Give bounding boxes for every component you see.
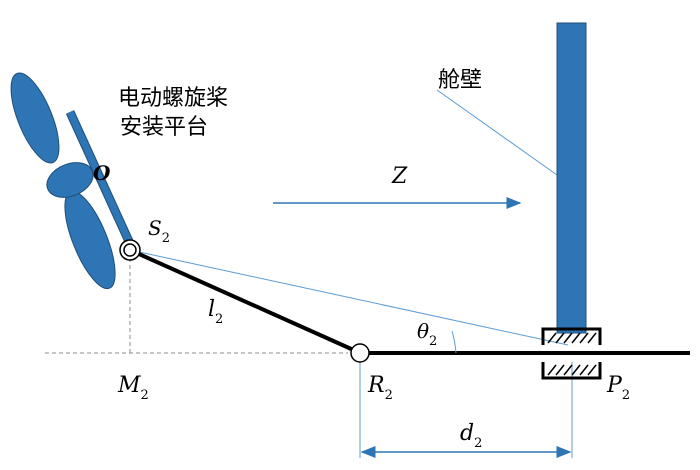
l2-sub: 2 [215,312,223,327]
bulkhead-wall-icon [556,22,587,334]
m2-label: M2 [117,373,149,403]
s2-main: S [148,216,162,240]
platform-label-line2: 安装平台 [120,115,208,140]
s2-p2-sightline [129,249,569,346]
r2-label: R2 [367,373,393,403]
origin-label: O [93,161,111,185]
theta-arc [451,330,457,354]
s2-label: S2 [148,216,170,246]
bulkhead-label: 舱壁 [438,68,482,93]
theta2-main: θ [417,319,429,343]
pivot-joint-s2-icon [119,239,141,261]
p2-main: P [606,373,623,398]
l2-label: l2 [208,297,223,327]
theta2-label: θ2 [417,319,437,349]
r2-sub: 2 [385,388,393,403]
s2-sub: 2 [162,231,170,246]
r2-main: R [367,373,385,398]
upper-clamp-icon [541,327,602,345]
p2-sub: 2 [622,388,630,403]
d2-sub: 2 [474,436,482,451]
direction-label: Z [391,164,408,189]
bulkhead-leader-line [436,89,558,176]
l2-main: l [208,297,215,322]
platform-label-line1: 电动螺旋桨 [118,86,228,111]
theta2-sub: 2 [429,334,437,349]
p2-label: P2 [606,373,630,403]
pivot-joint-r2-icon [350,343,370,363]
d2-label: d2 [460,421,482,451]
m2-sub: 2 [141,388,149,403]
m2-main: M [117,373,141,398]
propeller-icon [10,72,137,290]
lower-clamp-icon [541,362,602,380]
link-rod-l2 [129,248,359,354]
d2-main: d [460,421,474,446]
